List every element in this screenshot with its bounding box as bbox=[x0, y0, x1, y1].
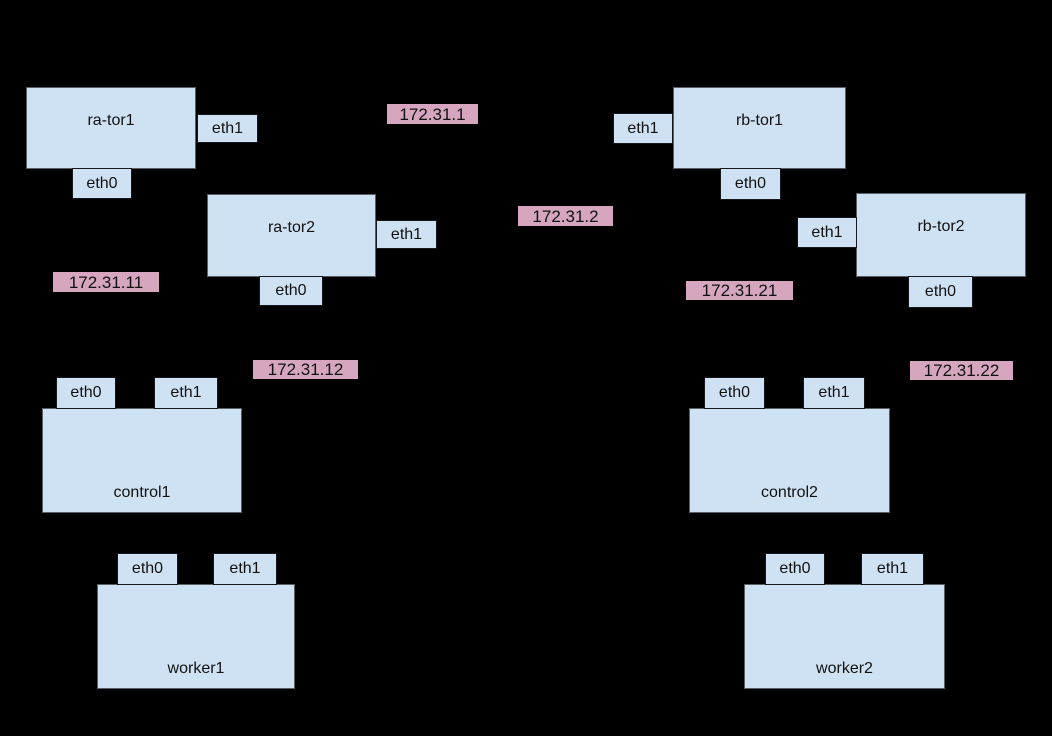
port-control1-eth0: eth0 bbox=[56, 377, 116, 409]
port-label: eth1 bbox=[170, 384, 202, 401]
ip-text: 172.31.22 bbox=[923, 361, 1000, 380]
port-worker2-eth0: eth0 bbox=[765, 553, 825, 585]
node-label: ra-tor2 bbox=[267, 219, 316, 236]
port-label: eth0 bbox=[734, 175, 767, 192]
ip-label-172-31-12: 172.31.12 bbox=[253, 360, 358, 379]
ip-label-172-31-21: 172.31.21 bbox=[686, 281, 793, 300]
node-worker1: worker1 bbox=[97, 584, 295, 689]
port-worker2-eth1: eth1 bbox=[861, 553, 924, 585]
node-label: rb-tor2 bbox=[917, 218, 965, 235]
node-rb-tor1: rb-tor1 bbox=[673, 87, 846, 169]
port-ra-tor1-eth1: eth1 bbox=[197, 114, 258, 143]
port-label: eth1 bbox=[390, 225, 423, 243]
port-ra-tor2-eth1: eth1 bbox=[376, 220, 437, 249]
port-control2-eth1: eth1 bbox=[803, 377, 865, 409]
port-label: eth0 bbox=[70, 384, 102, 401]
port-worker1-eth0: eth0 bbox=[117, 553, 178, 585]
port-ra-tor1-eth0: eth0 bbox=[72, 168, 132, 199]
ip-label-172-31-11: 172.31.11 bbox=[53, 272, 159, 292]
port-rb-tor2-eth0: eth0 bbox=[908, 276, 973, 308]
ip-text: 172.31.1 bbox=[399, 104, 466, 124]
port-label: eth0 bbox=[275, 282, 307, 299]
node-control1: control1 bbox=[42, 408, 242, 513]
port-label: eth0 bbox=[924, 283, 957, 300]
port-label: eth1 bbox=[876, 560, 909, 577]
port-label: eth0 bbox=[131, 560, 164, 577]
node-label: ra-tor1 bbox=[87, 112, 135, 129]
port-label: eth1 bbox=[229, 560, 261, 577]
port-ra-tor2-eth0: eth0 bbox=[259, 276, 323, 306]
ip-label-172-31-2: 172.31.2 bbox=[518, 206, 613, 226]
port-label: eth0 bbox=[86, 174, 118, 192]
ip-label-172-31-22: 172.31.22 bbox=[910, 361, 1013, 380]
node-ra-tor1: ra-tor1 bbox=[26, 87, 196, 169]
port-label: eth0 bbox=[718, 384, 751, 401]
port-rb-tor1-eth0: eth0 bbox=[720, 168, 781, 200]
port-label: eth1 bbox=[811, 223, 843, 241]
node-worker2: worker2 bbox=[744, 584, 945, 689]
ip-text: 172.31.11 bbox=[68, 272, 144, 292]
port-rb-tor2-eth1: eth1 bbox=[797, 217, 857, 248]
port-control1-eth1: eth1 bbox=[154, 377, 218, 409]
port-worker1-eth1: eth1 bbox=[213, 553, 277, 585]
port-rb-tor1-eth1: eth1 bbox=[613, 113, 673, 144]
node-control2: control2 bbox=[689, 408, 890, 513]
node-label: worker1 bbox=[167, 660, 225, 677]
node-rb-tor2: rb-tor2 bbox=[856, 193, 1026, 277]
ip-text: 172.31.2 bbox=[532, 206, 599, 226]
port-label: eth1 bbox=[211, 119, 244, 137]
node-label: control2 bbox=[761, 484, 818, 501]
port-label: eth1 bbox=[818, 384, 850, 401]
node-label: rb-tor1 bbox=[735, 112, 784, 129]
node-ra-tor2: ra-tor2 bbox=[207, 194, 376, 277]
node-label: worker2 bbox=[816, 660, 873, 677]
port-label: eth1 bbox=[627, 119, 659, 137]
port-label: eth0 bbox=[779, 560, 811, 577]
ip-text: 172.31.21 bbox=[701, 281, 778, 300]
ip-text: 172.31.12 bbox=[267, 360, 344, 379]
node-label: control1 bbox=[113, 484, 171, 501]
ip-label-172-31-1: 172.31.1 bbox=[387, 104, 478, 124]
port-control2-eth0: eth0 bbox=[704, 377, 765, 409]
